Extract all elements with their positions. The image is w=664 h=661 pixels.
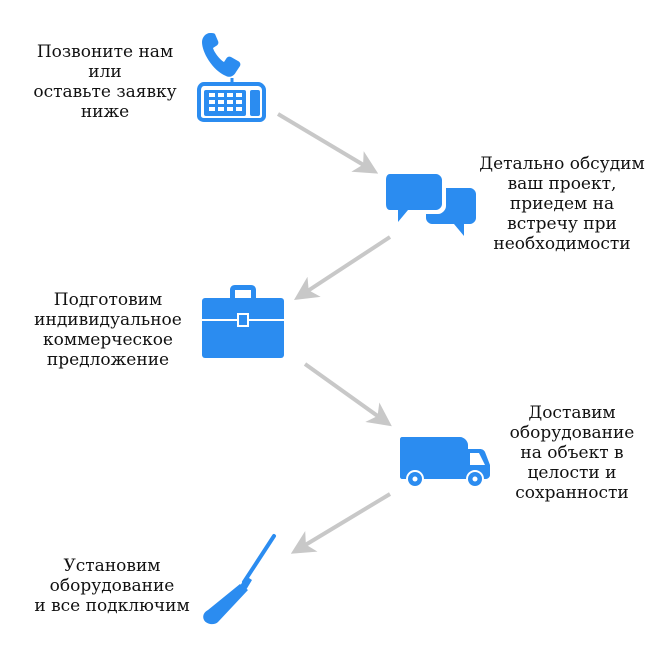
chat-bubbles-icon	[386, 174, 476, 236]
step-5-text: Установим оборудование и все подключим	[34, 556, 190, 616]
step-2-text: Детально обсудим ваш проект, приедем на …	[479, 154, 645, 254]
delivery-van-icon	[400, 437, 490, 486]
step-4-text: Доставим оборудование на объект в целост…	[509, 403, 635, 503]
arrow-3	[303, 362, 392, 427]
arrow-1	[276, 112, 379, 174]
telephone-icon	[197, 33, 266, 122]
screwdriver-icon	[203, 534, 276, 625]
step-1-text: Позвоните нам или оставьте заявку ниже	[33, 42, 177, 122]
step-3-text: Подготовим индивидуальное коммерческое п…	[34, 290, 182, 370]
arrow-4	[290, 492, 392, 554]
briefcase-icon	[202, 285, 284, 358]
arrow-2	[293, 235, 392, 300]
